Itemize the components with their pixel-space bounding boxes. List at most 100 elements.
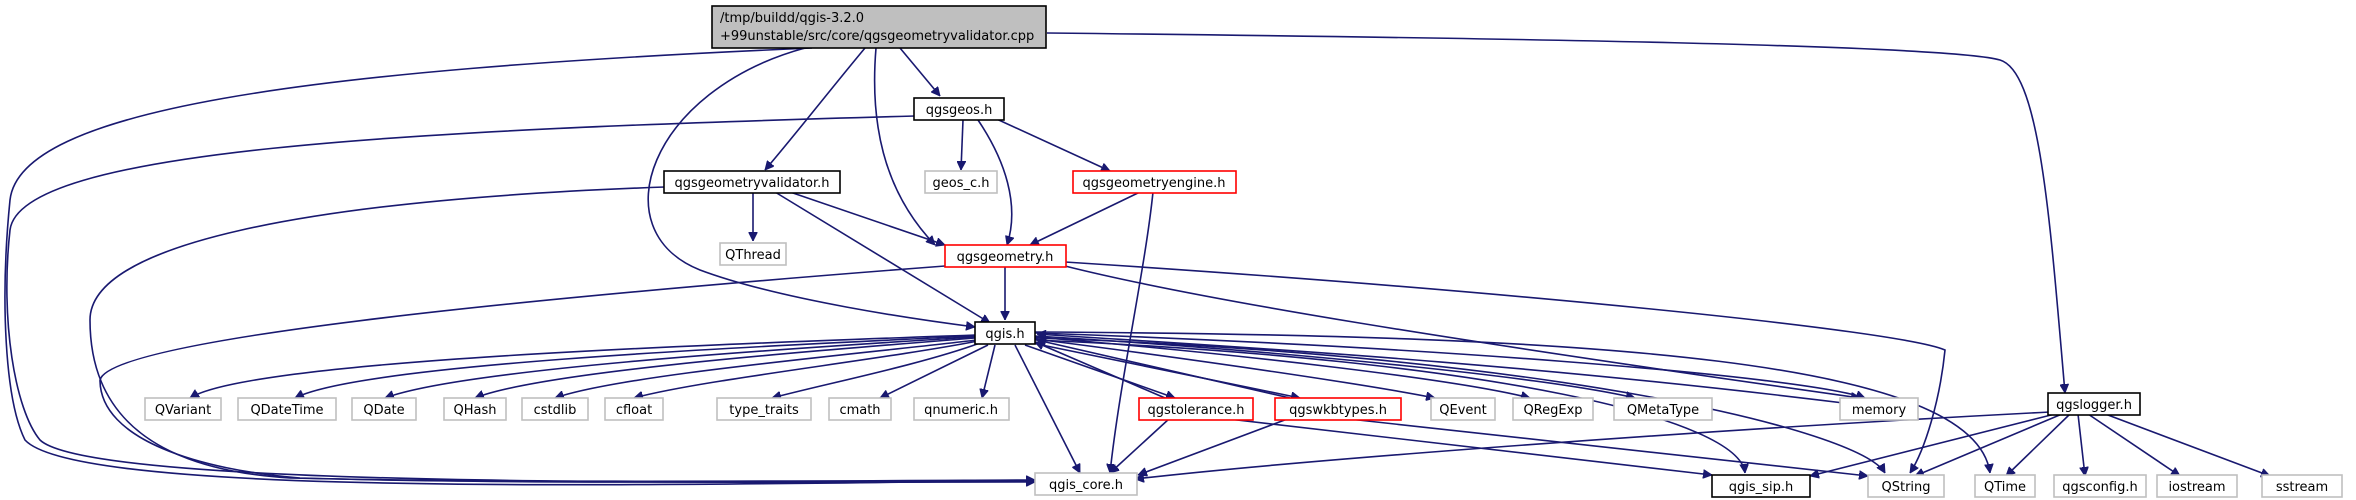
node-label: cmath — [839, 403, 880, 418]
edge-root-qgsgeos — [899, 47, 940, 96]
node-label: qgis_core.h — [1049, 478, 1123, 493]
node-label: qgis_sip.h — [1729, 480, 1793, 495]
edge-qgis-qgissip — [1034, 339, 1745, 473]
node-label: cstdlib — [534, 403, 577, 418]
node-cfloat[interactable]: cfloat — [604, 397, 664, 421]
edge-qgistolerance-qgiscore — [1110, 417, 1171, 473]
node-qdate[interactable]: QDate — [351, 397, 417, 421]
node-root-file[interactable]: /tmp/buildd/qgis-3.2.0 +99unstable/src/c… — [711, 5, 1047, 49]
edge-qgsgeos-geosc — [961, 119, 963, 170]
node-label: cfloat — [616, 403, 652, 418]
edge-qgis-qdate — [385, 336, 976, 398]
edge-qgis-qevent — [1034, 338, 1435, 398]
node-qgis[interactable]: qgis.h — [974, 321, 1036, 345]
node-label: QTime — [1984, 480, 2026, 495]
node-label: memory — [1852, 403, 1907, 418]
edges — [4, 32, 2270, 485]
edge-qgswkbtypes-qstring — [1339, 417, 1868, 476]
node-qgsconfig[interactable]: qgsconfig.h — [2053, 474, 2147, 498]
node-qvariant[interactable]: QVariant — [144, 397, 222, 421]
node-label: QVariant — [155, 403, 211, 418]
node-cmath[interactable]: cmath — [828, 397, 892, 421]
node-qevent[interactable]: QEvent — [1430, 397, 1496, 421]
edge-validator-qgiscore — [89, 186, 1035, 481]
node-qgis-sip[interactable]: qgis_sip.h — [1711, 474, 1811, 498]
edge-qgis-qgistolerance — [1024, 344, 1175, 398]
edge-qgis-qdatetime — [295, 335, 976, 399]
edge-qgswkbtypes-qgiscore — [1138, 417, 1291, 475]
node-qgsgeometryengine[interactable]: qgsgeometryengine.h — [1072, 170, 1237, 194]
node-qgsgeos[interactable]: qgsgeos.h — [913, 97, 1005, 121]
edge-qgistolerance-qgis — [1035, 342, 1166, 399]
node-qgsgeometryvalidator[interactable]: qgsgeometryvalidator.h — [663, 170, 841, 194]
node-qtime[interactable]: QTime — [1974, 474, 2036, 498]
node-label: QDate — [363, 403, 404, 418]
node-label: QDateTime — [250, 403, 323, 418]
edge-qgswkbtypes-qgis — [1037, 340, 1291, 399]
node-memory[interactable]: memory — [1839, 397, 1919, 421]
edge-qgis-memory — [1034, 332, 1865, 398]
edge-qgslogger-sstream — [2099, 411, 2270, 476]
edge-qgsgeos-qgsgeometryengine — [989, 115, 1110, 171]
edge-qgslogger-iostream — [2087, 413, 2180, 477]
node-qhash[interactable]: QHash — [443, 397, 507, 421]
edge-qgis-qvariant — [190, 334, 976, 399]
node-label: geos_c.h — [933, 176, 990, 191]
node-qgstolerance[interactable]: qgstolerance.h — [1138, 397, 1254, 421]
edge-root-qgis — [647, 47, 975, 327]
node-qgslogger[interactable]: qgslogger.h — [2047, 392, 2141, 416]
edge-memory-qgis — [1037, 334, 1861, 406]
edge-qgslogger-qstring — [1915, 413, 2063, 476]
node-label: qgswkbtypes.h — [1289, 403, 1387, 418]
node-iostream[interactable]: iostream — [2156, 474, 2238, 498]
node-label: sstream — [2276, 480, 2328, 495]
node-qdatetime[interactable]: QDateTime — [237, 397, 337, 421]
node-label: qgsconfig.h — [2062, 480, 2137, 495]
node-cstdlib[interactable]: cstdlib — [521, 397, 589, 421]
edge-qgis-qstring — [1034, 337, 1886, 473]
edge-root-qgiscore — [4, 47, 1035, 485]
node-label: QThread — [725, 248, 781, 263]
node-qregexp[interactable]: QRegExp — [1512, 397, 1594, 421]
edge-validator-qgsgeometry — [789, 191, 945, 245]
edge-root-qgsgeometryvalidator — [765, 47, 866, 170]
node-sstream[interactable]: sstream — [2261, 474, 2343, 498]
edge-validator-qgis — [774, 191, 990, 324]
node-label: qnumeric.h — [924, 403, 998, 418]
edge-qgis-qgswkbtypes — [1031, 342, 1300, 398]
node-type-traits[interactable]: type_traits — [716, 397, 812, 421]
edge-qgslogger-qtime — [2006, 413, 2071, 476]
node-label: QHash — [454, 403, 497, 418]
node-label: qgsgeos.h — [926, 103, 993, 118]
node-label: qgslogger.h — [2056, 398, 2132, 413]
node-qgswkbtypes[interactable]: qgswkbtypes.h — [1274, 397, 1402, 421]
node-label: QString — [1881, 480, 1930, 495]
edge-qgsgeos-qgiscore — [6, 115, 1035, 482]
node-qstring[interactable]: QString — [1867, 474, 1945, 498]
node-qnumeric[interactable]: qnumeric.h — [913, 397, 1010, 421]
edge-qgis-typetraits — [772, 342, 981, 398]
edge-qgis-qgiscore — [1014, 344, 1081, 473]
edge-qgsgeos-qgsgeometry — [977, 119, 1012, 245]
node-qgsgeometry[interactable]: qgsgeometry.h — [944, 244, 1067, 268]
node-label: qgstolerance.h — [1147, 403, 1244, 418]
node-qmetatype[interactable]: QMetaType — [1613, 397, 1713, 421]
nodes: /tmp/buildd/qgis-3.2.0 +99unstable/src/c… — [144, 5, 2343, 498]
node-qthread[interactable]: QThread — [719, 242, 787, 266]
root-path-line2: +99unstable/src/core/qgsgeometryvalidato… — [720, 29, 1034, 44]
edge-root-qgslogger — [1046, 32, 2065, 393]
edge-qgis-cmath — [880, 344, 989, 399]
node-geos-c[interactable]: geos_c.h — [924, 170, 998, 194]
node-label: QMetaType — [1627, 403, 1699, 418]
node-label: iostream — [2168, 480, 2225, 495]
node-label: qgis.h — [985, 327, 1024, 342]
node-label: qgsgeometry.h — [957, 250, 1054, 265]
edge-qgsgeometry-qstring — [1064, 261, 1946, 473]
node-label: qgsgeometryvalidator.h — [675, 176, 830, 191]
edge-engine-qgsgeometry — [1030, 191, 1141, 246]
edge-qgis-qnumeric — [982, 344, 996, 398]
node-label: qgsgeometryengine.h — [1083, 176, 1226, 191]
node-qgis-core[interactable]: qgis_core.h — [1034, 472, 1138, 496]
edge-root-qgsgeometry — [873, 47, 935, 245]
